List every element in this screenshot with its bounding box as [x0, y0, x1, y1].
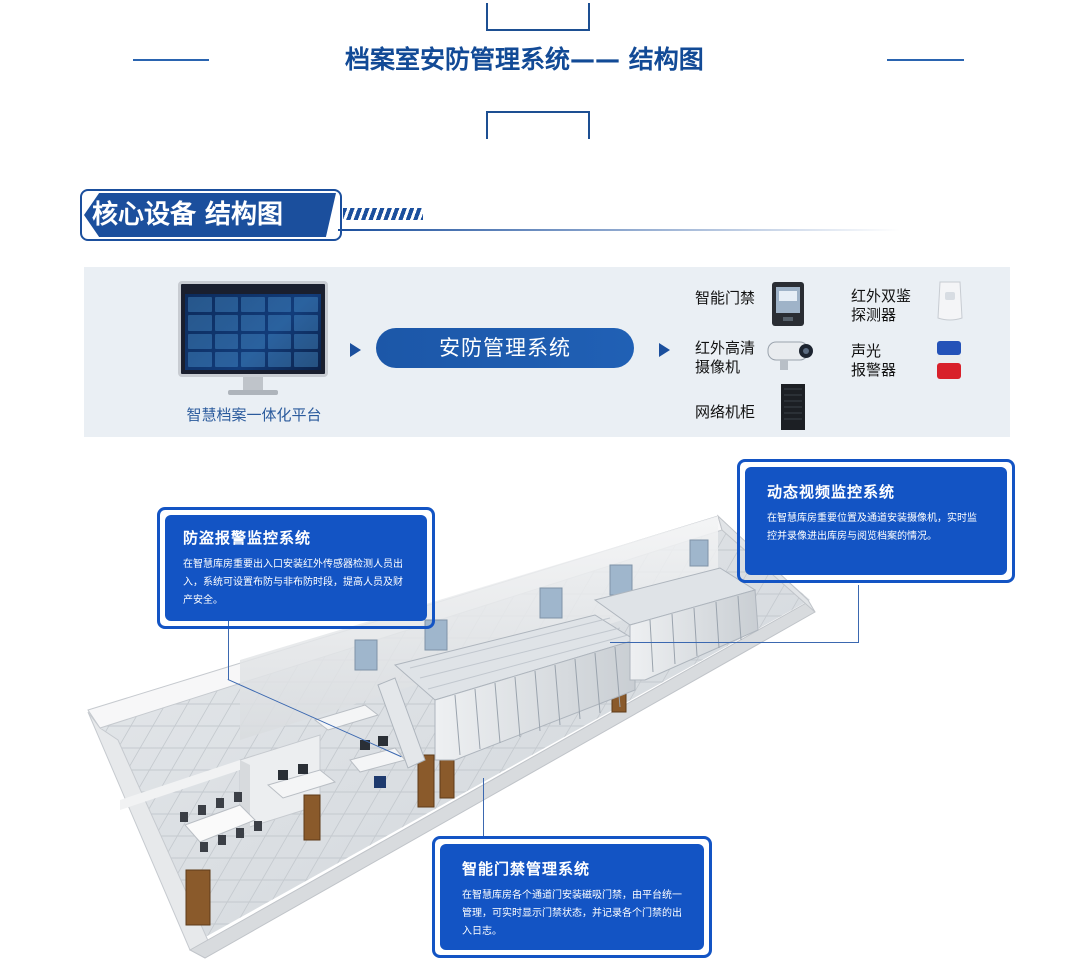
- leader-line-access-v: [483, 778, 484, 836]
- leader-line-alarm-d: [227, 679, 402, 758]
- access-terminal-icon: [772, 282, 804, 326]
- section-tag: 核心设备 结构图: [84, 193, 336, 237]
- access-box-text: 在智慧库房各个通道门安装磁吸门禁，由平台统一管理，可实时显示门禁状态，并记录各个…: [462, 890, 682, 937]
- device-label-rack: 网络机柜: [695, 403, 756, 421]
- title-left-line: [133, 59, 209, 61]
- leader-line-video-h: [610, 642, 858, 643]
- leader-line-video-v: [858, 585, 859, 643]
- alarm-box-title: 防盗报警监控系统: [183, 529, 312, 547]
- alarm-box-frame: [157, 507, 435, 629]
- monitor-stand: [243, 377, 263, 391]
- page-title: 档案室安防管理系统—— 结构图: [345, 45, 704, 74]
- access-box-title: 智能门禁管理系统: [462, 860, 591, 878]
- device-label-access: 智能门禁: [695, 289, 756, 307]
- title-right-line: [887, 59, 964, 61]
- detector-icon: [937, 281, 963, 321]
- access-control-box: 智能门禁管理系统 在智慧库房各个通道门安装磁吸门禁，由平台统一管理，可实时显示门…: [440, 844, 704, 950]
- monitor-base: [228, 390, 278, 395]
- section-underline: [338, 229, 900, 231]
- device-label-camera: 红外高清 摄像机: [695, 339, 756, 376]
- title-bracket-top: [486, 3, 590, 31]
- device-label-detector: 红外双鉴 探测器: [851, 287, 912, 324]
- video-box-text: 在智慧库房重要位置及通道安装摄像机，实时监控并录像进出库房与阅览档案的情况。: [767, 513, 977, 542]
- video-box-frame: [737, 459, 1015, 583]
- leader-line-alarm-v: [228, 620, 229, 680]
- video-box-title: 动态视频监控系统: [767, 483, 896, 501]
- platform-label: 智慧档案一体化平台: [186, 406, 322, 424]
- alarm-box-text: 在智慧库房重要出入口安装红外传感器检测人员出入，系统可设置布防与非布防时段，提高…: [183, 559, 403, 606]
- section-stripes: [343, 208, 423, 220]
- security-system-pill: 安防管理系统: [376, 328, 634, 368]
- alarm-icon: [937, 341, 961, 379]
- alarm-monitoring-box: 防盗报警监控系统 在智慧库房重要出入口安装红外传感器检测人员出入，系统可设置布防…: [165, 515, 427, 621]
- section-tag-outline: [80, 189, 342, 241]
- arrow-right-icon: [659, 343, 670, 357]
- rack-icon: [781, 384, 805, 430]
- arrow-right-icon: [350, 343, 361, 357]
- access-box-frame: [432, 836, 712, 958]
- video-monitoring-box: 动态视频监控系统 在智慧库房重要位置及通道安装摄像机，实时监控并录像进出库房与阅…: [745, 467, 1007, 575]
- title-bracket-bottom: [486, 111, 590, 139]
- device-label-alarm: 声光 报警器: [851, 342, 897, 379]
- camera-icon: [767, 341, 813, 370]
- monitor-icon: [178, 281, 328, 377]
